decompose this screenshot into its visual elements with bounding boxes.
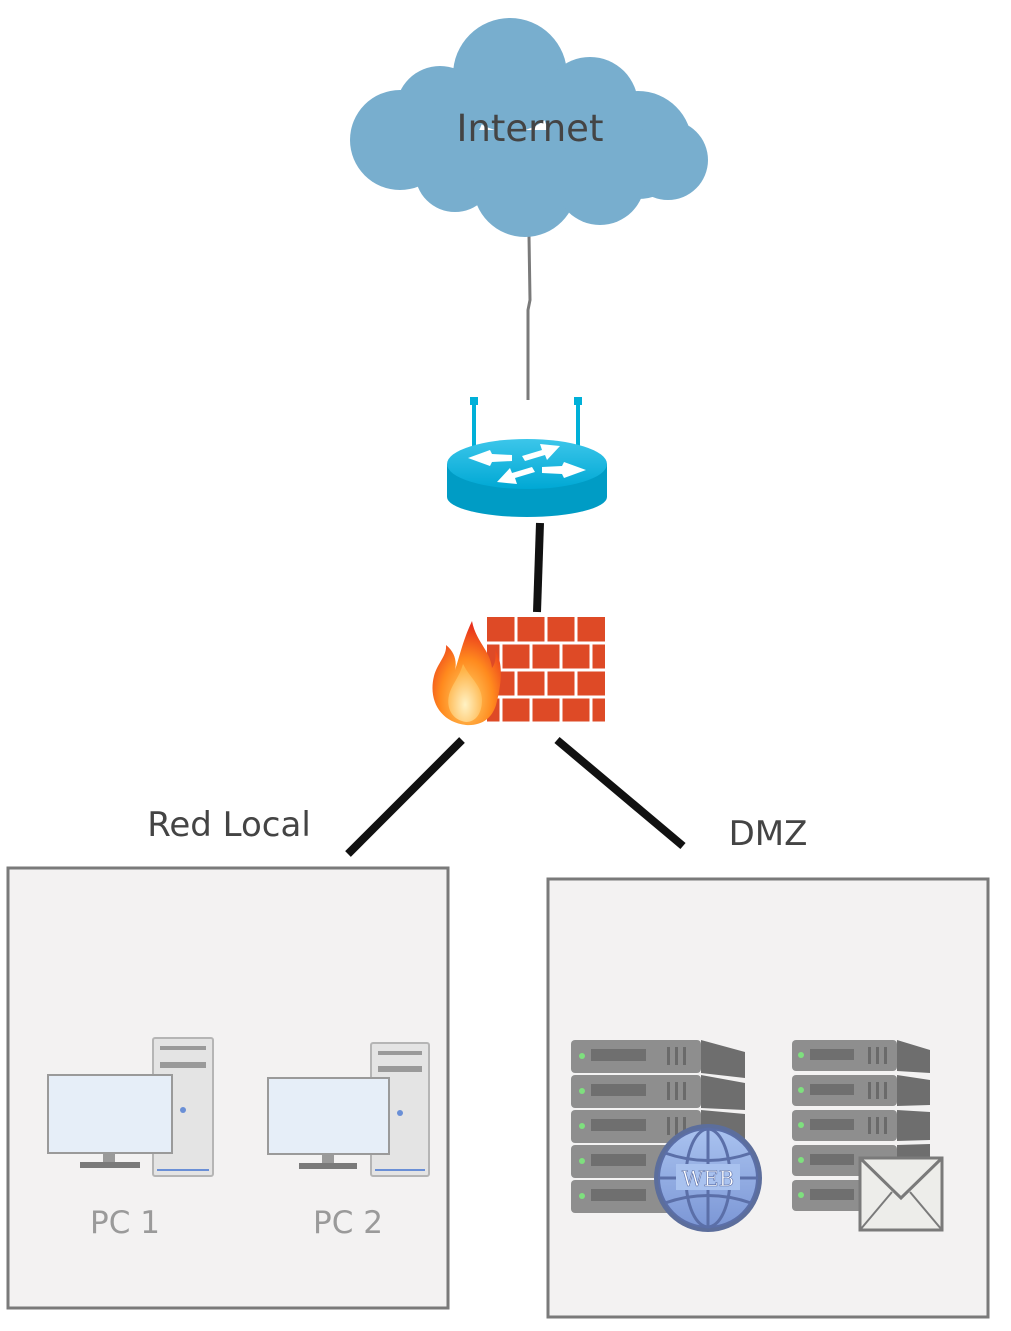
internet-label: Internet (457, 107, 604, 150)
link-router-firewall (533, 522, 544, 613)
cloud-icon (350, 18, 708, 237)
web-badge: WEB (682, 1167, 734, 1191)
dmz-zone: WEB (546, 877, 990, 1319)
pc2-label: PC 2 (313, 1205, 383, 1241)
link-firewall-dmz (554, 736, 686, 850)
web-server-icon: WEB (571, 1040, 762, 1232)
router-icon (447, 397, 607, 517)
pc1-icon (47, 1037, 214, 1177)
link-internet-router (526, 235, 532, 400)
pc1-label: PC 1 (90, 1205, 160, 1241)
globe-icon: WEB (654, 1124, 762, 1232)
pc2-icon (267, 1042, 430, 1177)
link-firewall-local (345, 737, 465, 857)
local-zone: PC 1 PC 2 (6, 866, 450, 1310)
flame-icon (432, 621, 501, 726)
firewall-icon (432, 617, 605, 726)
internet-node: Internet (350, 18, 708, 237)
connections (345, 235, 686, 857)
zone-label-dmz: DMZ (729, 814, 808, 854)
zone-label-local: Red Local (147, 805, 311, 845)
envelope-icon (858, 1156, 944, 1232)
mail-server-icon (792, 1040, 944, 1232)
